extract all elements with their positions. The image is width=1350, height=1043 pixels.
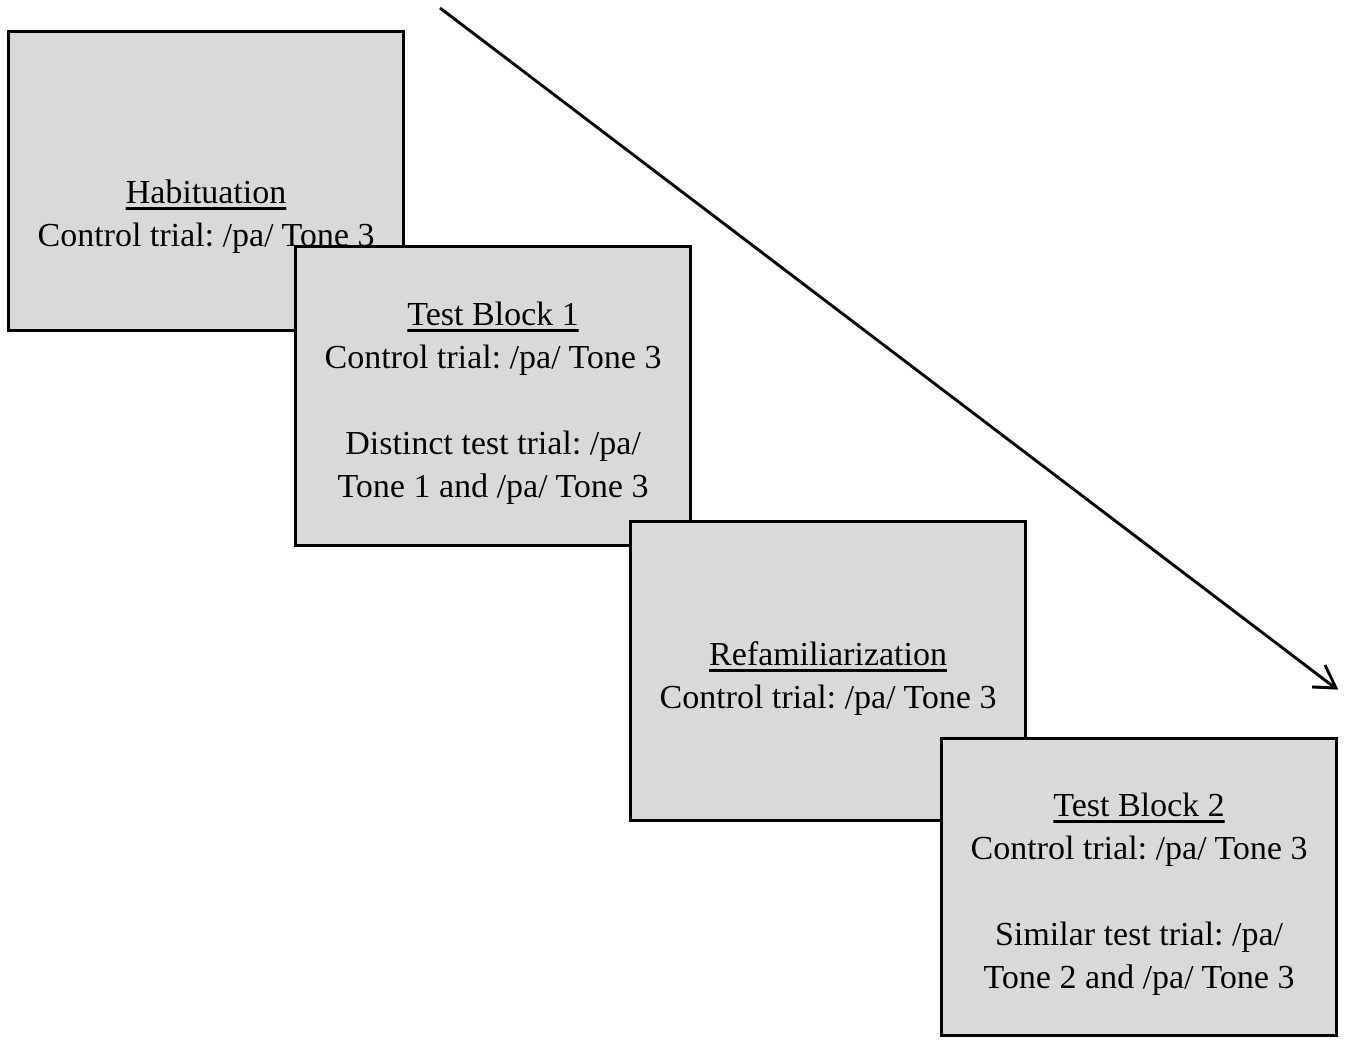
test-block-2-title: Test Block 2 [1053, 787, 1225, 824]
test-block-1-control-trial: Control trial: /pa/ Tone 3 [324, 339, 662, 376]
test-block-1-test-trial-line-1: Distinct test trial: /pa/ [345, 425, 641, 462]
habituation-title: Habituation [125, 174, 287, 211]
test-block-2-box: Test Block 2 Control trial: /pa/ Tone 3 … [940, 737, 1338, 1037]
test-block-1-box: Test Block 1 Control trial: /pa/ Tone 3 … [294, 245, 692, 547]
habituation-box: Habituation Control trial: /pa/ Tone 3 [7, 30, 405, 332]
arrow-shaft [439, 6, 1335, 689]
test-block-1-title: Test Block 1 [407, 296, 579, 333]
refamiliarization-control-trial: Control trial: /pa/ Tone 3 [659, 679, 997, 716]
refamiliarization-title: Refamiliarization [709, 636, 947, 673]
refamiliarization-box: Refamiliarization Control trial: /pa/ To… [629, 520, 1027, 822]
test-block-2-test-trial-line-1: Similar test trial: /pa/ [994, 916, 1283, 953]
test-block-1-test-trial-line-2: Tone 1 and /pa/ Tone 3 [337, 468, 649, 505]
arrow-head [1311, 664, 1339, 690]
test-block-2-test-trial-line-2: Tone 2 and /pa/ Tone 3 [983, 959, 1295, 996]
test-block-2-control-trial: Control trial: /pa/ Tone 3 [970, 830, 1308, 867]
